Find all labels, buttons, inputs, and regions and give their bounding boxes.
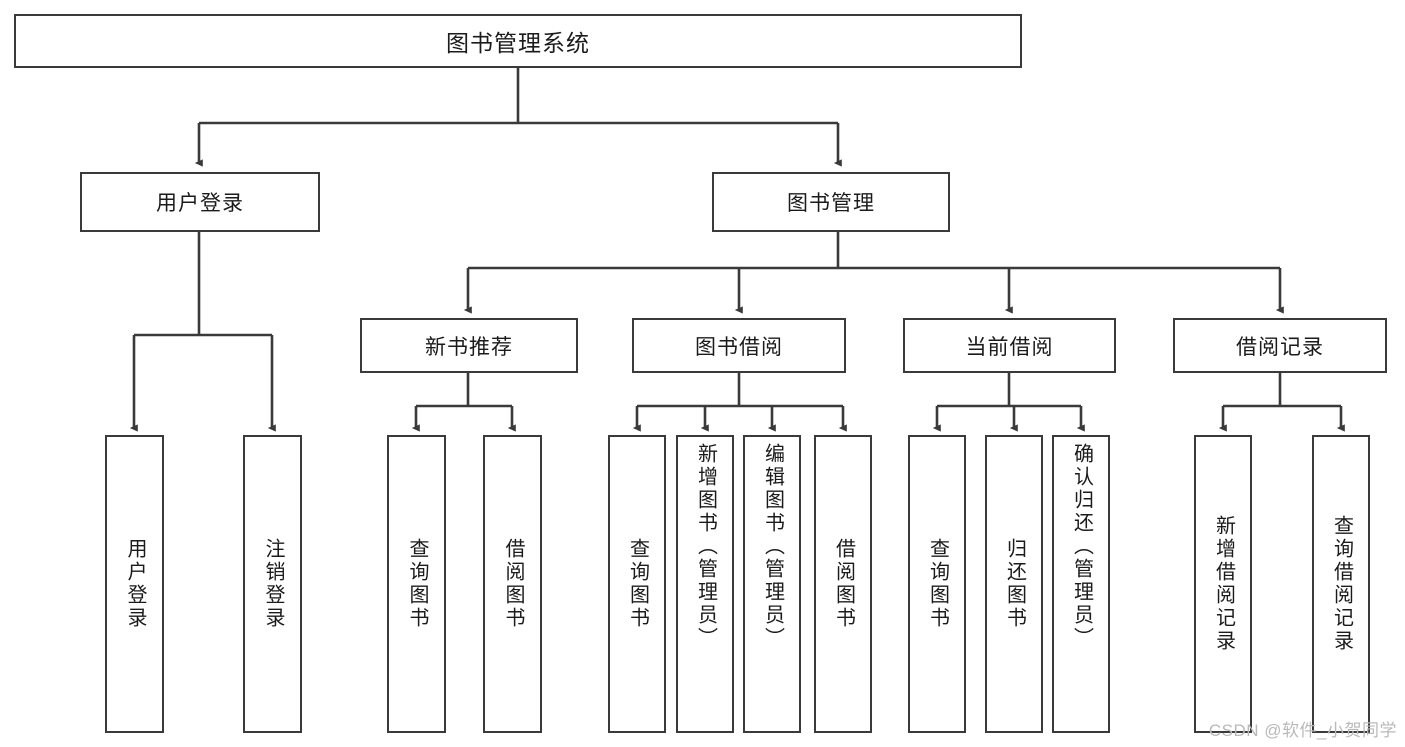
leaf-current-borrow-1[interactable]: 归还图书 bbox=[985, 435, 1043, 733]
leaf-user-login-0[interactable]: 用户登录 bbox=[105, 435, 164, 733]
node-label: 借阅图书 bbox=[502, 538, 524, 630]
node-label: 查询图书 bbox=[406, 538, 428, 630]
leaf-current-borrow-2[interactable]: 确认归还（管理员） bbox=[1052, 435, 1110, 733]
node-label: 借阅记录 bbox=[1236, 335, 1324, 359]
leaf-user-login-1[interactable]: 注销登录 bbox=[243, 435, 302, 733]
node-label: 借阅图书 bbox=[832, 538, 855, 630]
leaf-borrow-record-0[interactable]: 新增借阅记录 bbox=[1194, 435, 1252, 733]
node-label: 归还图书 bbox=[1003, 538, 1026, 630]
node-label: 编辑图书（管理员） bbox=[761, 443, 784, 650]
node-current-borrow[interactable]: 当前借阅 bbox=[903, 318, 1116, 373]
node-label: 用户登录 bbox=[156, 192, 244, 215]
node-label: 查询图书 bbox=[926, 538, 949, 630]
node-new-book-recommend[interactable]: 新书推荐 bbox=[360, 318, 578, 373]
leaf-new-book-recommend-0[interactable]: 查询图书 bbox=[387, 435, 446, 733]
node-label: 查询图书 bbox=[626, 538, 649, 630]
leaf-new-book-recommend-1[interactable]: 借阅图书 bbox=[483, 435, 542, 733]
node-book-management[interactable]: 图书管理 bbox=[712, 172, 950, 232]
leaf-current-borrow-0[interactable]: 查询图书 bbox=[908, 435, 966, 733]
node-root-system[interactable]: 图书管理系统 bbox=[14, 14, 1022, 68]
leaf-borrow-record-1[interactable]: 查询借阅记录 bbox=[1312, 435, 1370, 733]
leaf-book-borrow-0[interactable]: 查询图书 bbox=[608, 435, 666, 733]
leaf-book-borrow-3[interactable]: 借阅图书 bbox=[814, 435, 872, 733]
node-label: 当前借阅 bbox=[965, 335, 1054, 359]
node-label: 图书管理 bbox=[787, 192, 875, 215]
node-label: 注销登录 bbox=[262, 538, 284, 630]
node-label: 查询借阅记录 bbox=[1330, 515, 1353, 653]
node-label: 新增借阅记录 bbox=[1212, 515, 1235, 653]
node-book-borrow[interactable]: 图书借阅 bbox=[632, 318, 846, 373]
node-label: 图书管理系统 bbox=[446, 30, 590, 56]
node-label: 新书推荐 bbox=[425, 335, 513, 359]
node-borrow-record[interactable]: 借阅记录 bbox=[1173, 318, 1387, 373]
csdn-watermark: CSDN @软件_小贺同学 bbox=[1208, 721, 1397, 740]
node-label: 确认归还（管理员） bbox=[1070, 443, 1093, 650]
node-label: 用户登录 bbox=[124, 538, 146, 630]
node-user-login[interactable]: 用户登录 bbox=[80, 172, 320, 232]
leaf-book-borrow-2[interactable]: 编辑图书（管理员） bbox=[743, 435, 801, 733]
node-label: 图书借阅 bbox=[695, 335, 783, 359]
node-label: 新增图书（管理员） bbox=[694, 443, 717, 650]
leaf-book-borrow-1[interactable]: 新增图书（管理员） bbox=[676, 435, 734, 733]
